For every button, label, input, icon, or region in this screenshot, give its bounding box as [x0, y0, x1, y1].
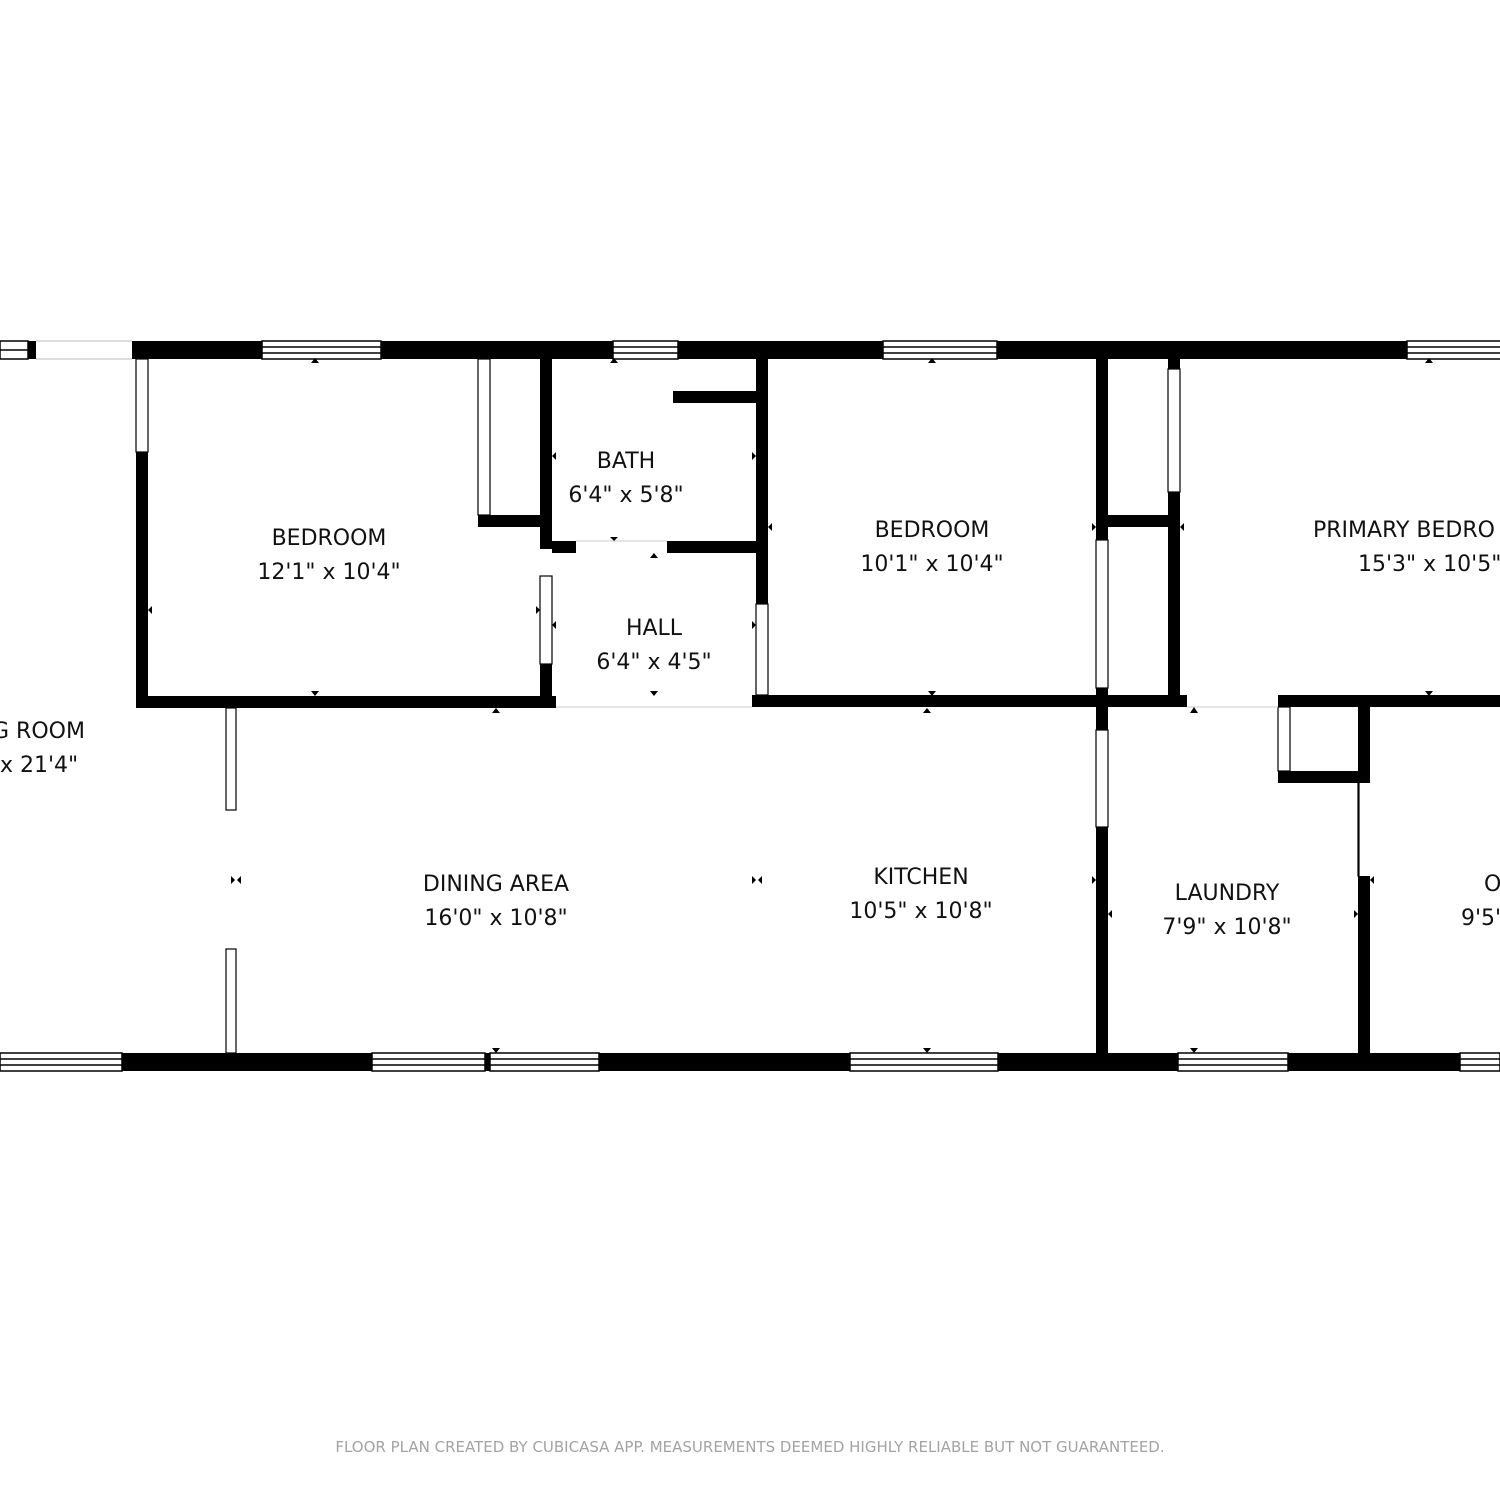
window-top [0, 340, 1500, 360]
footer-disclaimer: FLOOR PLAN CREATED BY CUBICASA APP. MEAS… [335, 1438, 1165, 1456]
room-dimensions: 6'4" x 5'8" [568, 483, 684, 508]
room-label-laundry: LAUNDRY 7'9" x 10'8" [1162, 877, 1291, 945]
window-bottom [0, 1052, 1500, 1072]
room-dimensions: 12'1" x 10'4" [257, 560, 401, 585]
room-label-bedroom-2: BEDROOM 10'1" x 10'4" [860, 514, 1003, 582]
exterior-wall-bottom [122, 1053, 1460, 1071]
room-dimensions: 9'5' [1461, 906, 1500, 931]
room-label-dining-area: DINING AREA 16'0" x 10'8" [423, 868, 569, 936]
room-name: HALL [625, 616, 683, 641]
door-jambs [135, 358, 1360, 1054]
room-name: BEDROOM [271, 526, 387, 551]
room-label-living-room: G ROOM x 21'4" [0, 715, 85, 783]
room-dimensions: 16'0" x 10'8" [424, 906, 568, 931]
room-dimensions: 7'9" x 10'8" [1162, 915, 1292, 940]
dimension-markers [148, 358, 1433, 1053]
room-dimensions: 10'5" x 10'8" [849, 899, 993, 924]
room-name: BEDROOM [874, 518, 990, 543]
room-name: DINING AREA [422, 872, 570, 897]
room-dimensions: 10'1" x 10'4" [860, 552, 1004, 577]
opening-lines [556, 540, 1278, 708]
room-name: G ROOM [0, 719, 85, 744]
room-name: O [1484, 872, 1500, 897]
exterior-wall-top [0, 341, 1407, 359]
room-name: BATH [596, 449, 656, 474]
room-name: KITCHEN [873, 865, 969, 890]
room-dimensions: 15'3" x 10'5" [1358, 552, 1500, 577]
room-label-hall: HALL 6'4" x 4'5" [596, 612, 711, 680]
room-label-bath: BATH 6'4" x 5'8" [568, 445, 683, 513]
room-name: PRIMARY BEDRO [1313, 518, 1495, 543]
room-label-bedroom-1: BEDROOM 12'1" x 10'4" [257, 522, 400, 590]
door-opening [36, 340, 132, 360]
room-label-primary-bedroom: PRIMARY BEDRO 15'3" x 10'5" [1313, 514, 1500, 582]
interior-walls [136, 357, 1500, 1071]
room-name: LAUNDRY [1174, 881, 1280, 906]
room-dimensions: 6'4" x 4'5" [596, 650, 712, 675]
room-label-kitchen: KITCHEN 10'5" x 10'8" [849, 861, 992, 929]
room-dimensions: x 21'4" [0, 753, 79, 778]
room-label-office: O 9'5' [1461, 868, 1500, 936]
